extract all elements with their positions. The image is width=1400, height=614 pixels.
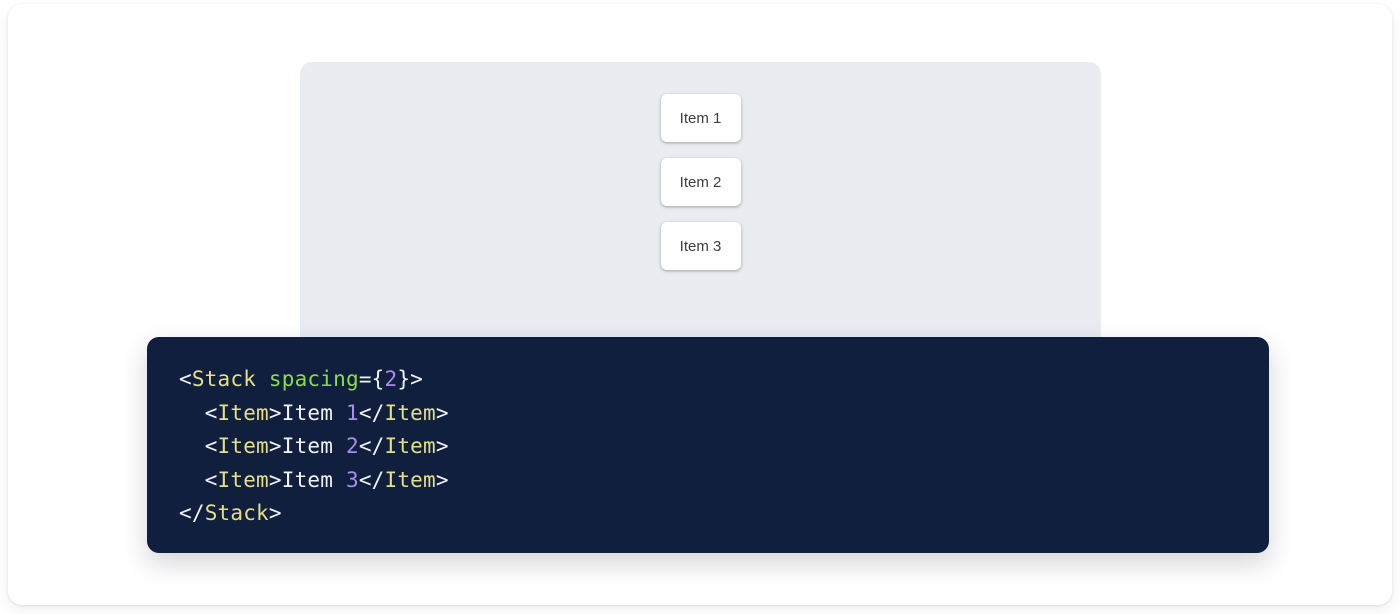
code-token-punct: > bbox=[268, 434, 282, 458]
code-token-punct: </ bbox=[358, 400, 385, 425]
code-token-text: Item bbox=[281, 467, 346, 492]
code-token-tag: Item bbox=[217, 434, 269, 458]
code-token-num: 2 bbox=[345, 434, 359, 458]
code-token-punct: </ bbox=[179, 501, 205, 525]
code-token-num: 1 bbox=[345, 400, 359, 425]
stack-container: Item 1 Item 2 Item 3 bbox=[660, 94, 741, 270]
code-token-tag: Item bbox=[217, 467, 269, 492]
code-token-punct: > bbox=[435, 400, 449, 425]
code-token-punct: > bbox=[268, 400, 282, 425]
stack-item[interactable]: Item 3 bbox=[660, 222, 741, 270]
stack-item[interactable]: Item 1 bbox=[660, 94, 741, 142]
code-snippet: <Stack spacing={2}> <Item>Item 1</Item> … bbox=[179, 363, 1237, 531]
code-token-punct: > bbox=[435, 434, 449, 458]
code-token-punct: > bbox=[268, 501, 282, 525]
code-token-attr: spacing bbox=[268, 367, 359, 391]
code-token-punct: }> bbox=[397, 367, 424, 391]
code-token-tag: Item bbox=[384, 467, 436, 492]
code-token-punct: </ bbox=[358, 434, 385, 458]
code-token-text: Item bbox=[281, 400, 346, 425]
code-token-tag: Stack bbox=[204, 501, 269, 525]
code-block[interactable]: <Stack spacing={2}> <Item>Item 1</Item> … bbox=[147, 337, 1269, 553]
code-token-punct: < bbox=[179, 367, 192, 391]
code-token-tag: Item bbox=[217, 400, 269, 425]
code-token-num: 3 bbox=[345, 467, 359, 492]
code-token-punct: > bbox=[435, 467, 449, 492]
code-token-num: 2 bbox=[384, 367, 398, 391]
code-body: <Stack spacing={2}> <Item>Item 1</Item> … bbox=[179, 367, 449, 525]
code-token-tag: Item bbox=[384, 434, 436, 458]
code-token-punct: < bbox=[204, 400, 218, 425]
code-token-punct: < bbox=[204, 434, 218, 458]
code-token-text bbox=[256, 367, 269, 391]
page-frame: Item 1 Item 2 Item 3 <Stack spacing={2}>… bbox=[8, 4, 1392, 605]
code-token-punct: </ bbox=[358, 467, 385, 492]
code-token-tag: Stack bbox=[191, 367, 257, 391]
code-token-tag: Item bbox=[384, 400, 436, 425]
code-token-punct: > bbox=[268, 467, 282, 492]
code-token-punct: ={ bbox=[358, 367, 385, 391]
stack-item[interactable]: Item 2 bbox=[660, 158, 741, 206]
code-token-text: Item bbox=[281, 434, 346, 458]
code-token-punct: < bbox=[204, 467, 218, 492]
